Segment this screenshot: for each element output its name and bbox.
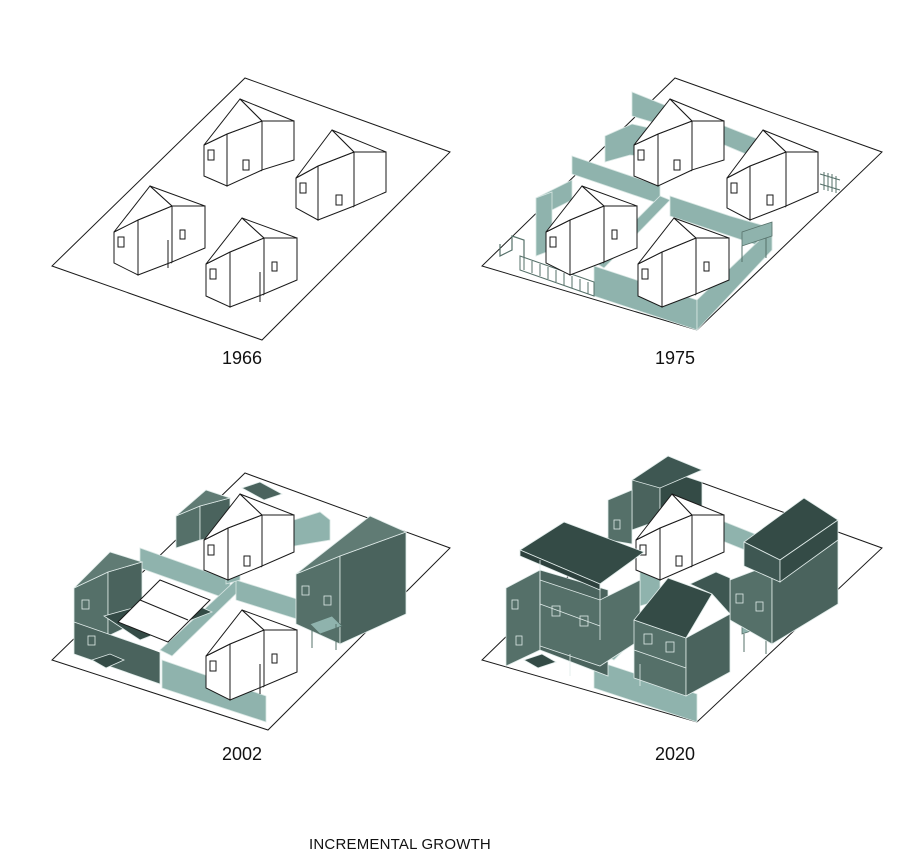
year-label-2020: 2020 — [615, 744, 735, 765]
extension-building — [506, 522, 644, 676]
extension-building — [730, 498, 838, 644]
diagram-title: INCREMENTAL GROWTH — [230, 836, 570, 853]
